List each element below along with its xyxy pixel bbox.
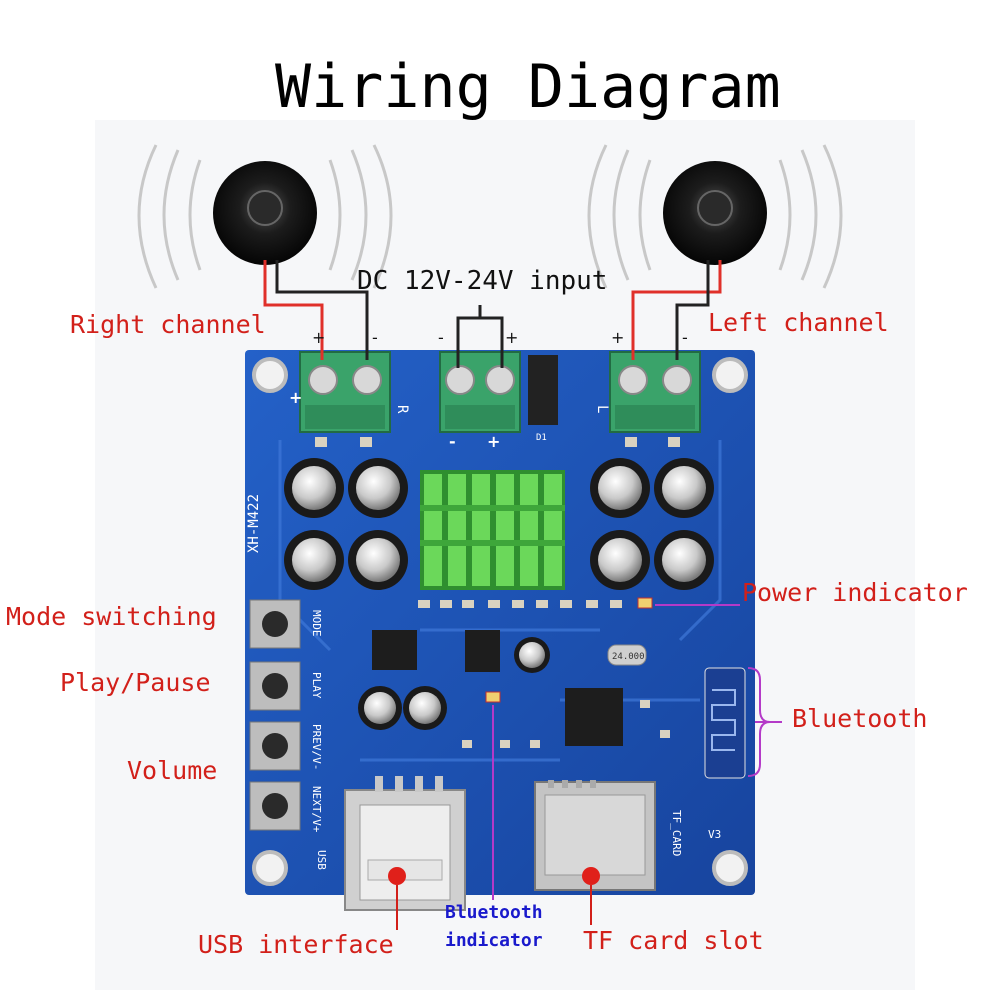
smd-components <box>315 437 680 748</box>
bluetooth-indicator-label-line2: indicator <box>445 930 543 951</box>
silk-l: L <box>594 405 610 413</box>
regulator-ic-2 <box>465 630 500 672</box>
decoder-ic <box>565 688 623 746</box>
dc-input-label: DC 12V-24V input <box>357 266 608 296</box>
diagram-title: Wiring Diagram <box>275 52 781 122</box>
silk-prev: PREV/V- <box>310 724 323 770</box>
silk-play: PLAY <box>310 672 323 699</box>
power-terminal-block <box>439 351 521 433</box>
polarity-power-plus: + <box>505 328 518 347</box>
tf-card-slot-component <box>534 780 656 891</box>
bluetooth-bracket <box>747 667 771 777</box>
buttons <box>249 599 301 831</box>
left-channel-label: Left channel <box>708 308 889 337</box>
right-speaker-icon <box>213 161 317 265</box>
mounting-holes <box>252 357 748 886</box>
regulator-ic <box>372 630 417 670</box>
play-pause-label: Play/Pause <box>60 668 211 697</box>
silk-d1: D1 <box>536 433 547 443</box>
usb-interface-label: USB interface <box>198 930 394 959</box>
left-speaker-icon <box>663 161 767 265</box>
sound-waves-right <box>137 144 393 289</box>
sound-waves-left <box>587 144 843 289</box>
board-model-text: XH-M422 <box>246 494 262 553</box>
tf-marker <box>582 867 600 885</box>
volume-label: Volume <box>127 756 218 785</box>
board-minus-power: - <box>449 432 456 451</box>
left-terminal-block <box>609 351 701 433</box>
silk-usb: USB <box>315 850 328 870</box>
usb-port <box>344 776 466 911</box>
polarity-left-minus: - <box>682 328 688 347</box>
usb-marker <box>388 867 406 885</box>
board-plus-power: + <box>487 432 500 451</box>
bluetooth-antenna <box>704 667 746 779</box>
polarity-left-plus: + <box>611 328 624 347</box>
right-terminal-block <box>299 351 391 433</box>
diode-d1 <box>528 355 558 425</box>
antenna-trace <box>711 689 736 751</box>
tf-card-slot-label: TF card slot <box>583 926 764 955</box>
board-plus-right: + <box>289 388 302 407</box>
polarity-right-plus: + <box>312 328 325 347</box>
crystal-text: 24.000 <box>612 652 645 662</box>
power-indicator-label: Power indicator <box>742 578 968 607</box>
bluetooth-led <box>485 691 501 703</box>
power-led <box>637 597 653 609</box>
mode-switching-label: Mode switching <box>6 602 217 631</box>
silk-mode: MODE <box>310 610 323 637</box>
bluetooth-indicator-label-line1: Bluetooth <box>445 902 543 923</box>
silk-next: NEXT/V+ <box>310 786 323 833</box>
speaker-wires <box>263 260 722 368</box>
capacitors <box>284 458 714 730</box>
silk-tf: TF_CARD <box>670 810 683 856</box>
right-channel-label: Right channel <box>70 310 266 339</box>
bluetooth-label: Bluetooth <box>792 704 928 733</box>
polarity-power-minus: - <box>438 328 444 347</box>
heatsink <box>420 470 565 590</box>
silk-r: R <box>394 405 410 414</box>
crystal <box>607 644 647 666</box>
polarity-right-minus: - <box>372 328 378 347</box>
silk-v3: V3 <box>708 828 721 841</box>
